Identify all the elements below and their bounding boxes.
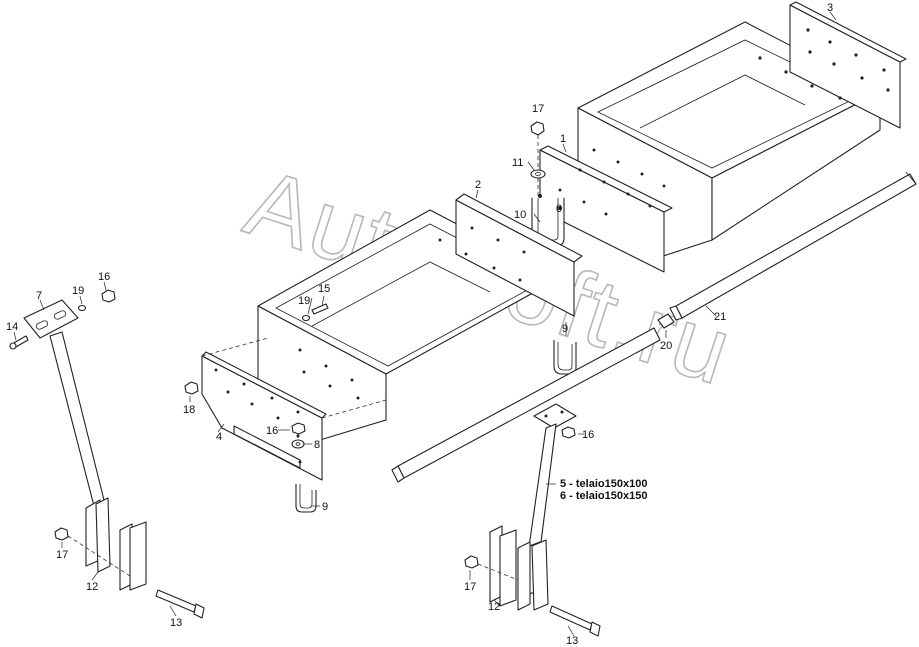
label-part-2: 2 xyxy=(475,179,481,191)
label-part-17-left: 17 xyxy=(56,549,68,561)
label-part-3: 3 xyxy=(827,2,833,14)
nut-16-left xyxy=(101,289,116,303)
washer-19-small xyxy=(301,314,311,322)
side-plate-2 xyxy=(438,193,583,317)
bolt-13-right xyxy=(549,605,601,637)
bolt-14 xyxy=(9,335,29,350)
part-labels: 1 2 3 4 7 8 9 9 10 11 12 12 13 13 14 15 … xyxy=(6,2,833,647)
bracket-12-left xyxy=(119,521,147,591)
nut-16-right xyxy=(561,426,576,439)
label-part-4: 4 xyxy=(216,431,222,443)
bolt-15 xyxy=(311,303,329,315)
label-part-16-mid: 16 xyxy=(266,425,278,437)
u-bolt-9-bottom xyxy=(295,484,317,513)
frame-legend: 5 - telaio150x100 6 - telaio150x150 xyxy=(560,478,647,502)
label-part-9-middle: 9 xyxy=(562,323,568,335)
label-part-12-right: 12 xyxy=(488,601,500,613)
label-part-14: 14 xyxy=(6,321,18,333)
label-part-8: 8 xyxy=(314,439,320,451)
label-part-13-right: 13 xyxy=(566,635,578,647)
label-part-21: 21 xyxy=(714,311,726,323)
bolt-13-left xyxy=(155,589,205,619)
label-part-17-top: 17 xyxy=(532,103,544,115)
end-cap-20 xyxy=(657,313,675,329)
label-part-10: 10 xyxy=(514,209,526,221)
washer-11 xyxy=(530,169,546,179)
label-part-13-left: 13 xyxy=(170,617,182,629)
side-plate-1 xyxy=(539,145,673,273)
label-part-12-left: 12 xyxy=(86,581,98,593)
support-leg-left xyxy=(23,299,111,573)
label-part-20: 20 xyxy=(660,340,672,352)
label-part-17-right: 17 xyxy=(464,581,476,593)
nut-17-top xyxy=(530,121,545,136)
tube-21 xyxy=(669,171,917,321)
legend-line-6: 6 - telaio150x150 xyxy=(560,490,647,502)
washer-19-left xyxy=(77,304,87,312)
leader-lines xyxy=(13,11,837,637)
label-part-15: 15 xyxy=(318,283,330,295)
tube-crossbar xyxy=(391,327,661,483)
label-part-7: 7 xyxy=(36,290,42,302)
label-part-0: 0 xyxy=(556,203,562,215)
label-part-18: 18 xyxy=(183,404,195,416)
u-bolt-9-middle xyxy=(553,340,577,375)
nut-17-right xyxy=(464,555,479,569)
label-part-1: 1 xyxy=(560,133,566,145)
label-part-19-left: 19 xyxy=(72,285,84,297)
washer-8 xyxy=(291,439,305,449)
nut-16-mid xyxy=(291,422,306,435)
end-plate-3 xyxy=(758,1,907,129)
bracket-12-right xyxy=(489,525,531,611)
nut-17-left xyxy=(54,527,69,541)
side-plate-4 xyxy=(201,351,327,481)
label-part-19-mid: 19 xyxy=(298,295,310,307)
label-part-16-right: 16 xyxy=(582,429,594,441)
nut-18 xyxy=(184,381,199,395)
label-part-16-left: 16 xyxy=(98,271,110,283)
label-part-11: 11 xyxy=(512,157,523,169)
legend-line-5: 5 - telaio150x100 xyxy=(560,478,647,490)
label-part-9-bottom: 9 xyxy=(322,501,328,513)
